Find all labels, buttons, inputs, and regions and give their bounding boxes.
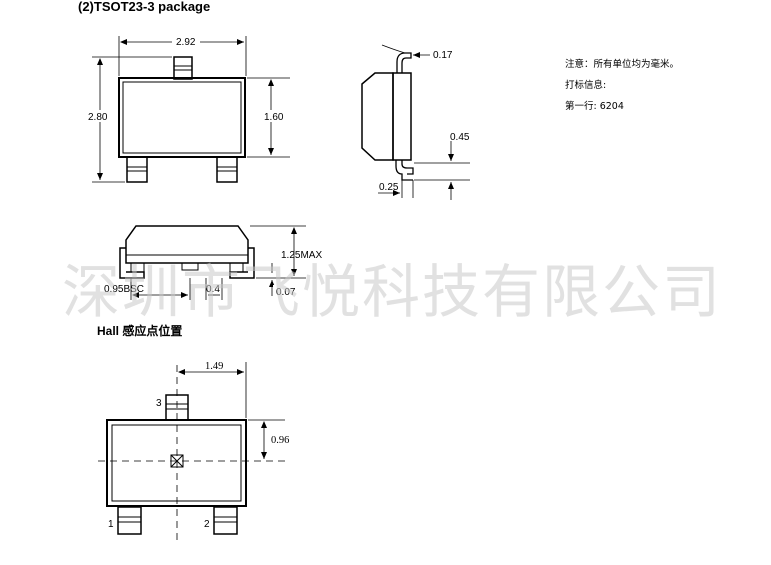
company-watermark: 深圳市飞悦科技有限公司 <box>62 258 722 326</box>
pin-label-2: 2 <box>204 519 210 530</box>
top-view: 2.92 2.80 1.60 <box>86 36 290 183</box>
dim-body-height: 1.60 <box>264 112 284 123</box>
dim-top-width: 2.92 <box>176 37 196 48</box>
notes-block: 注意：所有单位均为毫米。 打标信息: 第一行: 6204 <box>565 58 679 112</box>
note-units: 注意：所有单位均为毫米。 <box>565 58 679 70</box>
dim-lead-width: 0.4 <box>206 284 220 295</box>
front-view: 1.25MAX 0.07 0.95BSC 0.4 <box>104 225 322 300</box>
pin-label-3: 3 <box>156 398 162 409</box>
dim-pitch: 0.95BSC <box>104 284 144 295</box>
package-title: (2)TSOT23-3 package <box>78 0 210 14</box>
hall-title: Hall 感应点位置 <box>97 323 182 338</box>
note-marking-title: 打标信息: <box>565 79 606 91</box>
pin-label-1: 1 <box>108 519 114 530</box>
hall-view: 1.49 0.96 1 2 3 <box>98 361 290 545</box>
dim-lead-thickness: 0.17 <box>433 50 453 61</box>
dim-lead-length: 0.45 <box>450 132 470 143</box>
hall-x-offset: 1.49 <box>205 361 223 372</box>
dim-standoff: 0.07 <box>276 287 296 298</box>
dim-total-height: 2.80 <box>88 112 108 123</box>
dim-max-height: 1.25MAX <box>281 250 322 261</box>
hall-y-offset: 0.96 <box>271 435 289 446</box>
note-marking-line: 第一行: 6204 <box>565 100 624 112</box>
dim-lead-foot: 0.25 <box>379 182 399 193</box>
end-view: 0.17 0.45 0.25 <box>361 44 470 200</box>
